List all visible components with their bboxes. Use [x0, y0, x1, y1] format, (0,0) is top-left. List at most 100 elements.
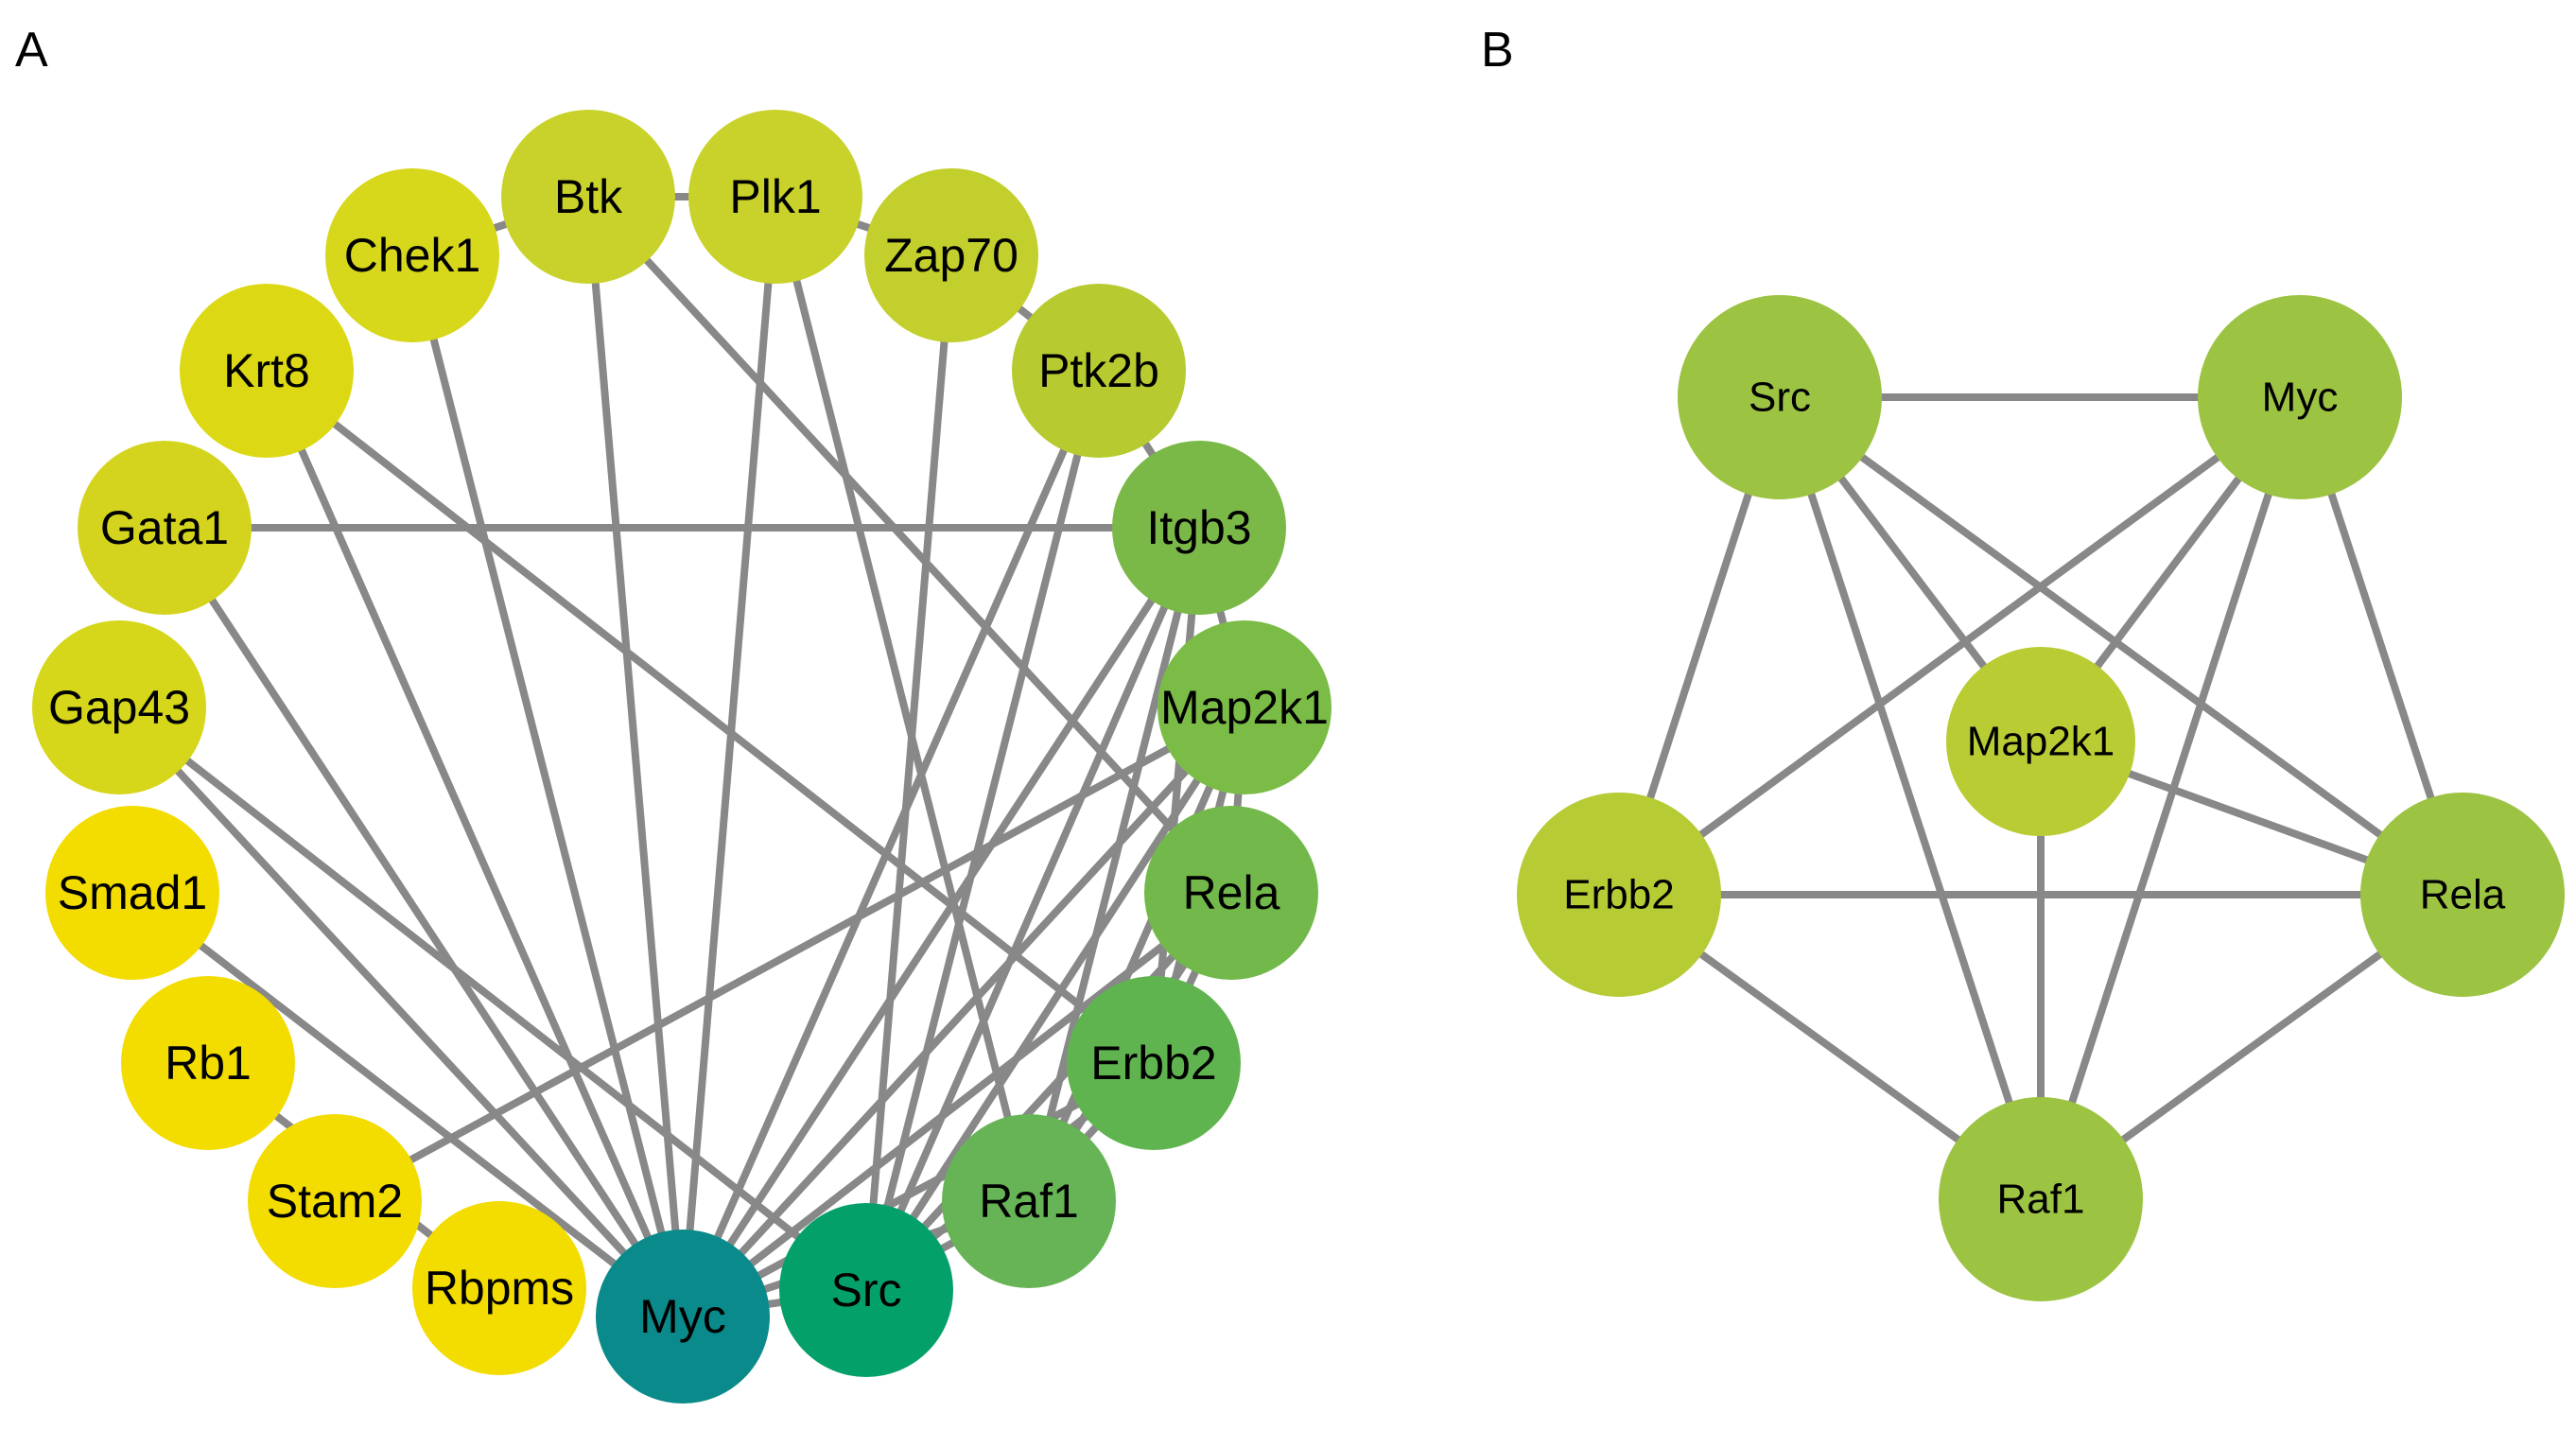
edge-raf1-itgb3 [1025, 524, 1203, 1205]
node-label: Ptk2b [1038, 344, 1159, 397]
node-circle [2198, 295, 2402, 499]
node-circle [779, 1203, 953, 1377]
node-label: Gata1 [100, 501, 229, 554]
node-rb1: Rb1 [121, 976, 295, 1150]
edge-myc-map2k1 [679, 704, 1248, 1320]
edge-krt8-erbb2 [263, 367, 1157, 1067]
edge-erbb2-itgb3 [1150, 524, 1203, 1067]
node-circle [1939, 1097, 2143, 1301]
node-stam2: Stam2 [248, 1114, 422, 1288]
node-label: Stam2 [267, 1175, 404, 1228]
node-label: Erbb2 [1090, 1037, 1216, 1090]
node-label: Rela [2420, 872, 2506, 918]
node-raf1: Raf1 [1939, 1097, 2143, 1301]
edge-src-rela [862, 889, 1235, 1294]
node-circle [325, 168, 499, 342]
node-circle [412, 1201, 586, 1375]
node-krt8: Krt8 [180, 284, 354, 458]
node-circle [1678, 295, 1882, 499]
node-label: Raf1 [1997, 1177, 2085, 1223]
node-circle [1012, 284, 1186, 458]
edge-zap70-src [862, 252, 955, 1294]
node-label: Gap43 [48, 681, 190, 734]
node-label: Smad1 [58, 866, 207, 919]
node-label: Map2k1 [1967, 719, 2115, 765]
node-map2k1: Map2k1 [1157, 620, 1332, 794]
edge-gap43-src [115, 704, 870, 1294]
node-label: Krt8 [223, 344, 310, 397]
edge-src-raf1 [1776, 393, 2045, 1203]
node-src: Src [779, 1203, 953, 1377]
node-label: Rela [1183, 866, 1280, 919]
node-circle [596, 1229, 770, 1404]
node-circle [248, 1114, 422, 1288]
node-rela: Rela [1144, 806, 1318, 980]
edge-chek1-myc [409, 252, 687, 1320]
node-label: Itgb3 [1146, 501, 1251, 554]
edge-myc-erbb2 [1615, 393, 2304, 898]
edge-stam2-map2k1 [331, 704, 1248, 1205]
node-circle [942, 1114, 1116, 1288]
node-circle [1517, 793, 1721, 997]
edge-gata1-myc [161, 524, 687, 1320]
node-label: Zap70 [884, 229, 1018, 282]
node-label: Btk [554, 170, 623, 223]
node-src: Src [1678, 295, 1882, 499]
node-label: Rb1 [165, 1037, 252, 1090]
node-smad1: Smad1 [45, 806, 219, 980]
edge-raf1-map2k1 [1025, 704, 1248, 1205]
node-myc: Myc [2198, 295, 2402, 499]
node-label: Chek1 [344, 229, 481, 282]
edge-myc-erbb2 [679, 1059, 1157, 1320]
node-circle [2360, 793, 2565, 997]
node-zap70: Zap70 [864, 168, 1038, 342]
node-circle [1157, 620, 1332, 794]
node-myc: Myc [596, 1229, 770, 1404]
edge-plk1-raf1 [772, 193, 1033, 1205]
node-label: Rbpms [425, 1262, 574, 1315]
edge-btk-myc [584, 193, 687, 1320]
node-circle [45, 806, 219, 980]
node-circle [501, 110, 675, 284]
node-raf1: Raf1 [942, 1114, 1116, 1288]
node-label: Myc [639, 1290, 726, 1343]
node-chek1: Chek1 [325, 168, 499, 342]
node-map2k1: Map2k1 [1946, 647, 2135, 836]
panel-b-letter: B [1481, 23, 1514, 78]
edge-myc-rela [679, 889, 1235, 1320]
edge-src-map2k1 [862, 704, 1248, 1294]
node-circle [32, 620, 206, 794]
node-circle [1112, 441, 1286, 615]
edge-gap43-myc [115, 704, 687, 1320]
panel-a-letter: A [15, 23, 48, 78]
node-erbb2: Erbb2 [1067, 976, 1241, 1150]
node-plk1: Plk1 [688, 110, 862, 284]
node-circle [688, 110, 862, 284]
node-label: Erbb2 [1563, 872, 1674, 918]
node-erbb2: Erbb2 [1517, 793, 1721, 997]
node-circle [121, 976, 295, 1150]
node-circle [180, 284, 354, 458]
node-gap43: Gap43 [32, 620, 206, 794]
node-label: Plk1 [729, 170, 821, 223]
node-btk: Btk [501, 110, 675, 284]
node-circle [1946, 647, 2135, 836]
node-label: Src [831, 1264, 902, 1317]
edge-src-itgb3 [862, 524, 1203, 1294]
node-label: Myc [2262, 375, 2339, 421]
node-circle [1144, 806, 1318, 980]
node-rbpms: Rbpms [412, 1201, 586, 1375]
node-circle [1067, 976, 1241, 1150]
edge-myc-raf1 [2037, 393, 2304, 1203]
node-label: Map2k1 [1160, 681, 1329, 734]
node-label: Src [1749, 375, 1811, 421]
edge-myc-itgb3 [679, 524, 1203, 1320]
edge-smad1-myc [129, 889, 687, 1320]
node-itgb3: Itgb3 [1112, 441, 1286, 615]
node-circle [78, 441, 252, 615]
